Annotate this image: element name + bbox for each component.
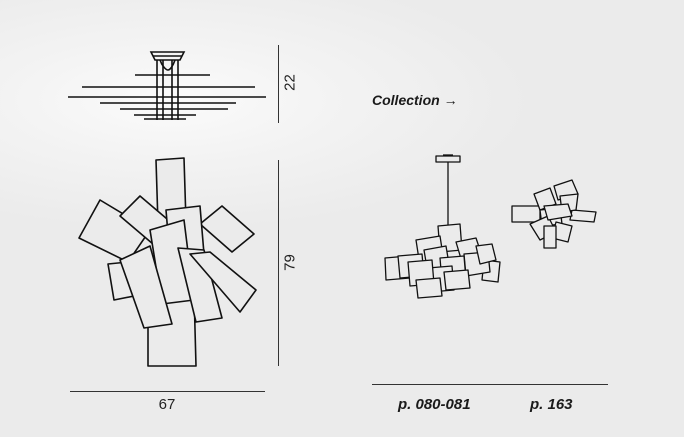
width-rule-main <box>70 391 265 392</box>
page-ref-wall[interactable]: p. 163 <box>530 396 573 413</box>
collection-link[interactable]: Collection → <box>372 92 458 108</box>
arrow-right-icon: → <box>443 92 458 108</box>
height-rule-main <box>278 160 279 366</box>
width-main-label: 67 <box>158 396 176 413</box>
collection-label: Collection <box>372 92 440 108</box>
collection-rule <box>372 384 608 385</box>
page-ref-suspension[interactable]: p. 080-081 <box>398 396 471 413</box>
height-rule-top <box>278 45 279 123</box>
